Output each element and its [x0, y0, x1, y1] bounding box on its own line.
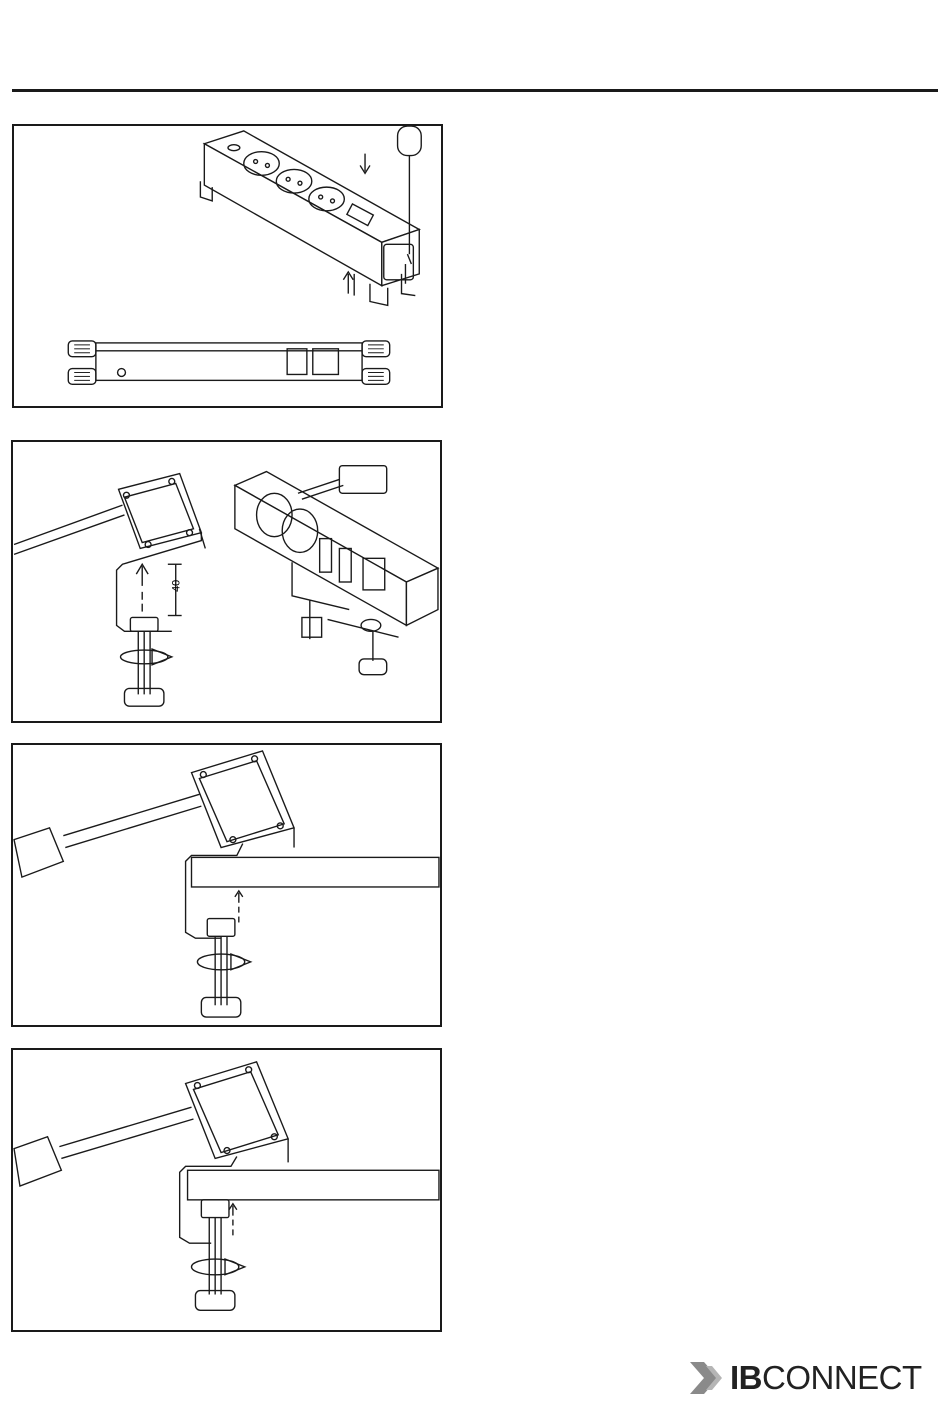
power-strip-screw-mounting-illustration	[14, 126, 441, 406]
clamp-dimension-label: 40	[171, 580, 183, 592]
clamp-tightening-illustration	[13, 1050, 440, 1330]
illustration-step-4	[11, 1048, 442, 1332]
clamp-attachment-illustration: 40	[13, 442, 440, 721]
brand-strong: IB	[730, 1359, 762, 1396]
illustration-step-3	[11, 743, 442, 1027]
clamp-on-desk-illustration	[13, 745, 440, 1025]
illustration-step-2: 40	[11, 440, 442, 723]
brand-light: CONNECT	[762, 1359, 922, 1396]
brand-wordmark: IBCONNECT	[730, 1358, 922, 1398]
ibconnect-chevron-logo-icon	[686, 1358, 726, 1398]
header-rule	[12, 89, 938, 92]
ibconnect-logo: IBCONNECT	[686, 1358, 922, 1398]
illustration-step-1	[12, 124, 443, 408]
